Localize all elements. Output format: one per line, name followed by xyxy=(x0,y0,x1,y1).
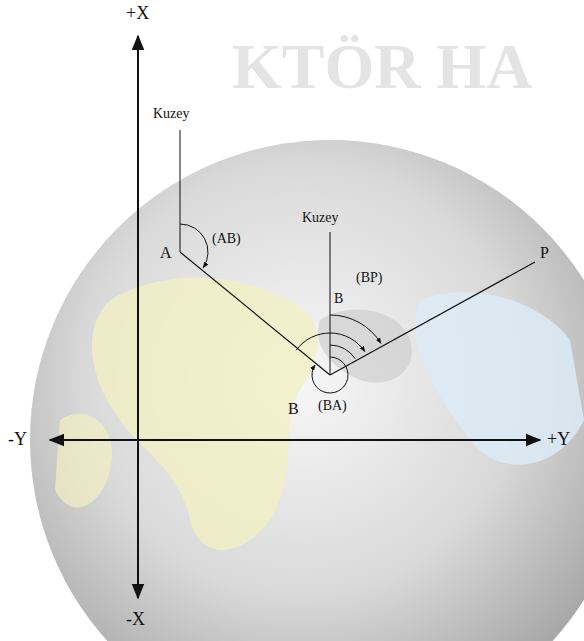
angle-label: B xyxy=(334,291,343,306)
azimuth-label: (BP) xyxy=(356,270,382,285)
globe-ground xyxy=(30,140,584,641)
north-line xyxy=(180,130,181,252)
axis-label: +X xyxy=(126,4,149,24)
watermark: KTÖR HA xyxy=(232,32,532,102)
angle-arc xyxy=(180,224,208,268)
point-label: B xyxy=(288,400,299,418)
point-label: A xyxy=(160,244,172,262)
axis-label: -X xyxy=(126,610,145,630)
land-shape xyxy=(92,278,318,551)
axis-label: -Y xyxy=(8,430,27,450)
axis-label: +Y xyxy=(547,430,570,450)
land-shape xyxy=(415,292,584,465)
angle-arc xyxy=(312,357,348,393)
land-shape xyxy=(318,310,412,383)
land-shape xyxy=(55,414,112,508)
angle-arc xyxy=(330,345,355,359)
azimuth-label: (BA) xyxy=(318,398,347,413)
angle-arc xyxy=(330,315,381,343)
north-line xyxy=(330,232,331,375)
x-axis xyxy=(137,440,139,598)
point-label: P xyxy=(540,244,549,262)
north-label: Kuzey xyxy=(153,106,190,121)
north-label: Kuzey xyxy=(302,210,339,225)
traverse-line xyxy=(330,262,535,375)
azimuth-label: (AB) xyxy=(212,231,241,246)
y-axis xyxy=(50,439,138,441)
angle-arc xyxy=(296,333,365,352)
traverse-line xyxy=(180,252,330,375)
